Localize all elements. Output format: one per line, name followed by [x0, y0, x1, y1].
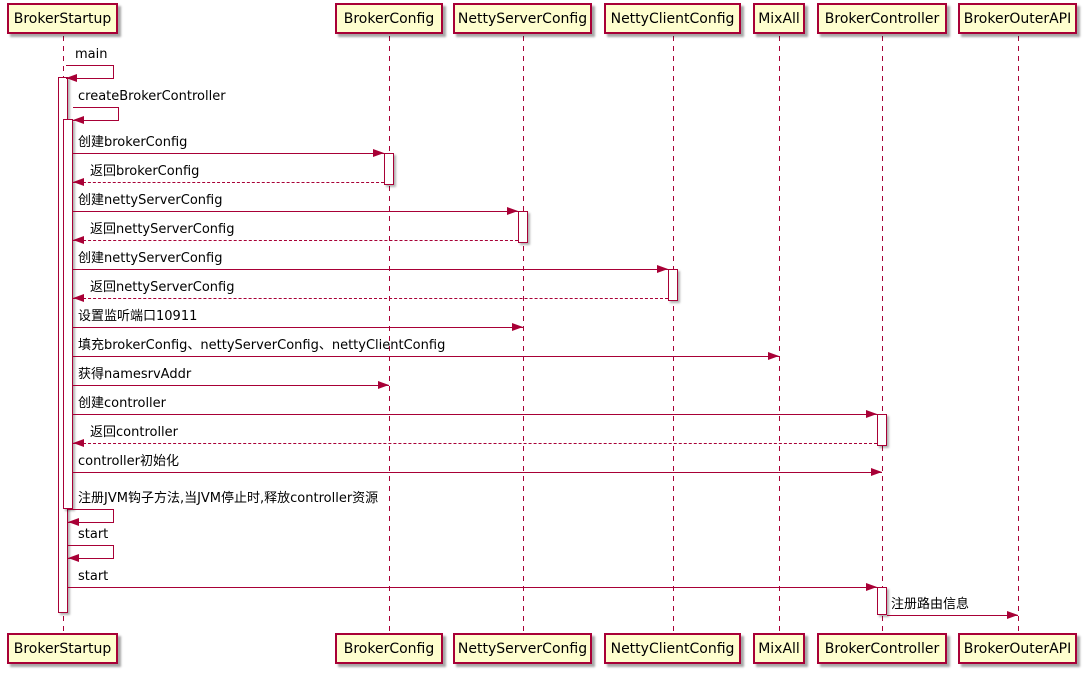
self-call-arrow — [73, 107, 119, 121]
return-message-line — [73, 443, 877, 444]
arrowhead-icon — [68, 554, 79, 562]
arrowhead-icon — [768, 352, 779, 360]
self-call-arrow — [68, 545, 114, 559]
participant-mixall-bottom: MixAll — [753, 633, 805, 664]
message-line — [68, 587, 877, 588]
participant-nettyserverconfig-bottom: NettyServerConfig — [453, 633, 592, 664]
arrowhead-icon — [73, 236, 84, 244]
message-line — [73, 356, 779, 357]
message-line — [73, 472, 882, 473]
return-message-line — [73, 240, 518, 241]
lifeline-brokerouterapi — [1018, 36, 1019, 633]
arrowhead-icon — [373, 149, 384, 157]
participant-brokercontroller-bottom: BrokerController — [817, 633, 947, 664]
participant-brokercontroller-top: BrokerController — [817, 3, 947, 34]
activation-bar-brokercontroller — [877, 414, 887, 446]
arrowhead-icon — [68, 518, 79, 526]
message-label: 注册JVM钩子方法,当JVM停止时,释放controller资源 — [78, 491, 379, 506]
message-line — [73, 327, 523, 328]
message-line — [73, 414, 877, 415]
message-label: 创建nettyServerConfig — [78, 251, 223, 266]
activation-bar-brokercontroller — [877, 587, 887, 615]
participant-brokerouterapi-bottom: BrokerOuterAPI — [958, 633, 1077, 664]
participant-brokerconfig-top: BrokerConfig — [335, 3, 443, 34]
lifeline-brokerconfig — [389, 36, 390, 633]
message-line — [73, 269, 668, 270]
self-call-arrow — [68, 509, 114, 523]
lifeline-nettyclientconfig — [673, 36, 674, 633]
arrowhead-icon — [507, 207, 518, 215]
arrowhead-icon — [871, 468, 882, 476]
arrowhead-icon — [66, 74, 77, 82]
lifeline-mixall — [779, 36, 780, 633]
message-line — [73, 211, 518, 212]
participant-nettyclientconfig-bottom: NettyClientConfig — [604, 633, 741, 664]
arrowhead-icon — [866, 583, 877, 591]
message-label: start — [78, 527, 109, 542]
arrowhead-icon — [73, 116, 84, 124]
message-label: start — [78, 569, 109, 584]
message-label: 获得namesrvAddr — [78, 367, 192, 382]
message-label: 创建brokerConfig — [78, 135, 188, 150]
message-label: 返回nettyServerConfig — [90, 222, 235, 237]
arrowhead-icon — [512, 323, 523, 331]
activation-bar-brokerstartup — [63, 119, 73, 509]
message-label: 设置监听端口10911 — [78, 309, 198, 324]
message-line — [73, 153, 384, 154]
return-message-line — [73, 298, 668, 299]
arrowhead-icon — [73, 439, 84, 447]
message-label: 返回nettyServerConfig — [90, 280, 235, 295]
message-label: 创建controller — [78, 396, 167, 411]
arrowhead-icon — [866, 410, 877, 418]
message-label: main — [75, 47, 108, 62]
activation-bar-nettyclientconfig — [668, 269, 678, 301]
message-label: 创建nettyServerConfig — [78, 193, 223, 208]
message-label: controller初始化 — [78, 454, 180, 469]
participant-nettyserverconfig-top: NettyServerConfig — [453, 3, 592, 34]
arrowhead-icon — [378, 381, 389, 389]
return-message-line — [73, 182, 384, 183]
activation-bar-brokerconfig — [384, 153, 394, 185]
participant-brokerstartup-bottom: BrokerStartup — [7, 633, 118, 664]
message-line — [73, 385, 389, 386]
self-call-arrow — [66, 65, 114, 79]
arrowhead-icon — [73, 294, 84, 302]
participant-brokerouterapi-top: BrokerOuterAPI — [958, 3, 1077, 34]
arrowhead-icon — [73, 178, 84, 186]
message-label: 注册路由信息 — [891, 597, 970, 612]
lifeline-nettyserverconfig — [523, 36, 524, 633]
arrowhead-icon — [1007, 611, 1018, 619]
participant-nettyclientconfig-top: NettyClientConfig — [604, 3, 741, 34]
message-line — [887, 615, 1018, 616]
message-label: 返回controller — [90, 425, 179, 440]
message-label: 返回brokerConfig — [90, 164, 200, 179]
participant-mixall-top: MixAll — [753, 3, 805, 34]
arrowhead-icon — [657, 265, 668, 273]
message-label: 填充brokerConfig、nettyServerConfig、nettyCl… — [78, 338, 446, 353]
lifeline-brokercontroller — [882, 36, 883, 633]
participant-brokerconfig-bottom: BrokerConfig — [335, 633, 443, 664]
message-label: createBrokerController — [78, 89, 226, 104]
activation-bar-nettyserverconfig — [518, 211, 528, 243]
participant-brokerstartup-top: BrokerStartup — [7, 3, 118, 34]
